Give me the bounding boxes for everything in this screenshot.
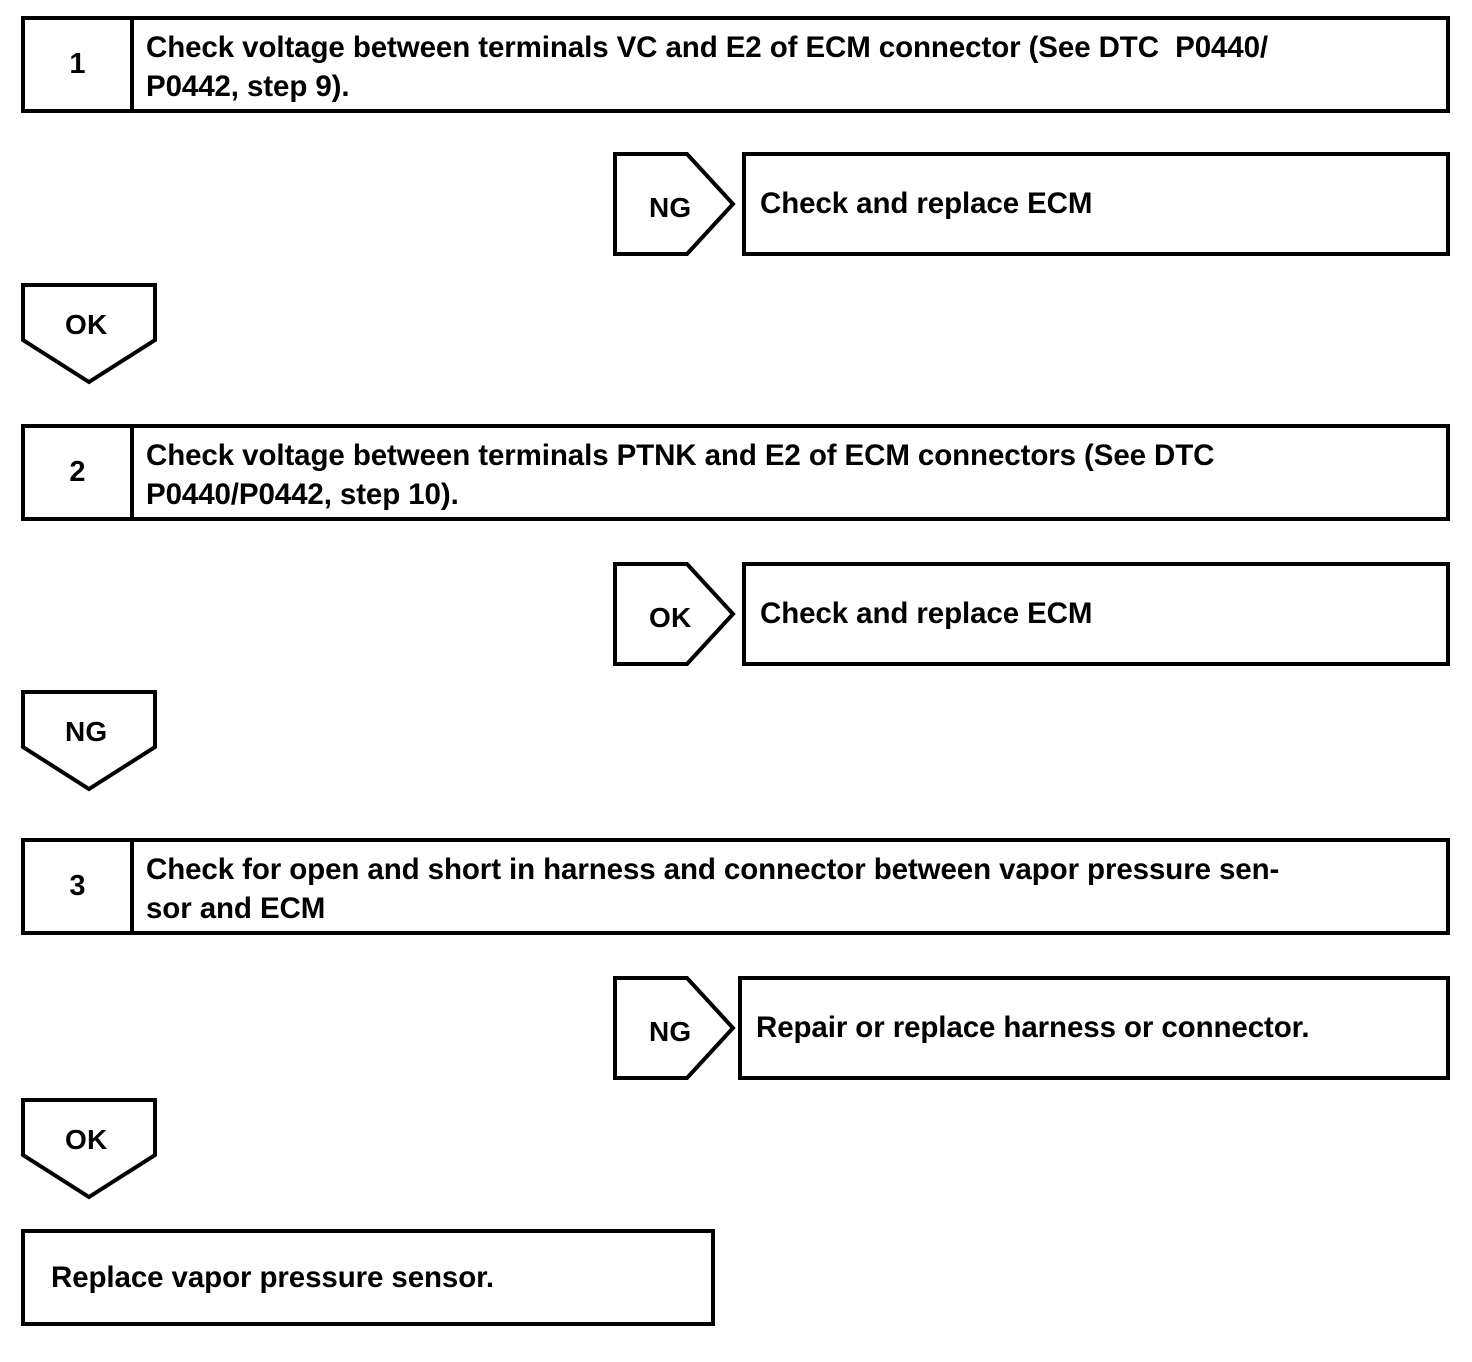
result-box-3: Repair or replace harness or connector. — [738, 976, 1450, 1080]
result-box-1: Check and replace ECM — [742, 152, 1450, 256]
step-text-3-line-1: Check for open and short in harness and … — [146, 853, 1280, 886]
step-box-3: 3 Check for open and short in harness an… — [21, 838, 1450, 935]
pentagon-down-icon — [21, 1098, 157, 1200]
flow-connector-ok-1: OK — [21, 283, 157, 385]
flow-connector-ok-1-label: OK — [65, 309, 108, 340]
step-text-1-line-1: Check voltage between terminals VC and E… — [146, 31, 1269, 64]
pentagon-down-icon — [21, 283, 157, 385]
result-box-2: Check and replace ECM — [742, 562, 1450, 666]
step-text-3-line-2: sor and ECM — [146, 891, 326, 925]
step-text-2: Check voltage between terminals PTNK and… — [134, 428, 1446, 517]
branch-arrow-ng-3: NG — [613, 976, 736, 1080]
step-box-1: 1 Check voltage between terminals VC and… — [21, 16, 1450, 113]
branch-arrow-ng-1-label: NG — [649, 192, 692, 223]
branch-arrow-ng-1: NG — [613, 152, 736, 256]
terminal-box-replace-sensor: Replace vapor pressure sensor. — [21, 1229, 715, 1326]
step-text-1-line-2: P0442, step 9). — [146, 69, 350, 103]
step-text-3: Check for open and short in harness and … — [134, 842, 1446, 931]
step-text-1: Check voltage between terminals VC and E… — [134, 20, 1446, 109]
pentagon-down-icon — [21, 690, 157, 792]
flow-connector-ok-3: OK — [21, 1098, 157, 1200]
branch-arrow-ng-3-label: NG — [649, 1016, 692, 1047]
flow-connector-ng-2-label: NG — [65, 716, 108, 747]
branch-arrow-ok-2: OK — [613, 562, 736, 666]
step-text-2-line-2: P0440/P0442, step 10). — [146, 477, 459, 511]
branch-arrow-ok-2-label: OK — [649, 602, 692, 633]
pentagon-right-icon — [613, 976, 736, 1080]
flow-connector-ok-3-label: OK — [65, 1124, 108, 1155]
pentagon-right-icon — [613, 152, 736, 256]
pentagon-right-icon — [613, 562, 736, 666]
step-number-2: 2 — [25, 428, 134, 517]
step-number-3: 3 — [25, 842, 134, 931]
step-number-1: 1 — [25, 20, 134, 109]
step-text-2-line-1: Check voltage between terminals PTNK and… — [146, 439, 1215, 472]
flow-connector-ng-2: NG — [21, 690, 157, 792]
step-box-2: 2 Check voltage between terminals PTNK a… — [21, 424, 1450, 521]
